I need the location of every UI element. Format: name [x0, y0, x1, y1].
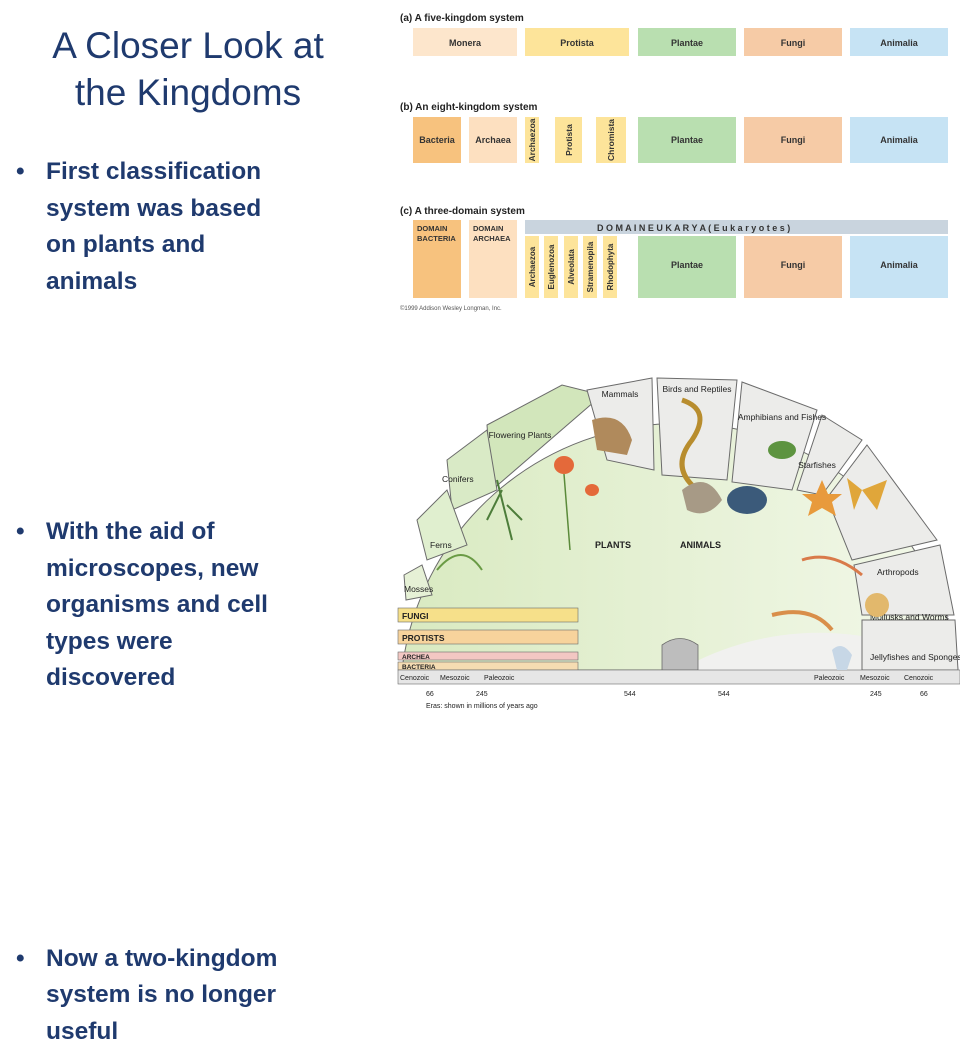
- tree-of-life-diagram: Flowering Plants Conifers Ferns Mosses F…: [392, 370, 960, 720]
- label-plantae-c: Plantae: [671, 260, 703, 270]
- label-euglenozoa: Euglenozoa: [547, 244, 556, 289]
- label-arthropods: Arthropods: [877, 567, 919, 577]
- label-mammals: Mammals: [602, 389, 639, 399]
- classification-figure: (a) A five-kingdom system Monera Protist…: [392, 0, 960, 320]
- copyright: ©1999 Addison Wesley Longman, Inc.: [400, 305, 502, 312]
- bullet-dot: •: [16, 154, 25, 191]
- bullet-line: discovered: [46, 660, 360, 697]
- figure-a-heading: (a) A five-kingdom system: [400, 13, 524, 24]
- label-amphibians-fishes: Amphibians and Fishes: [738, 412, 826, 422]
- figure-c-heading: (c) A three-domain system: [400, 206, 525, 217]
- tick-label: 245: [870, 691, 882, 698]
- label-stramenopila: Stramenopila: [586, 241, 595, 292]
- bullet-list: • First classification system was based …: [8, 0, 360, 438]
- label-animalia-c: Animalia: [880, 260, 919, 270]
- tick-label: 66: [426, 691, 434, 698]
- bullet-line: on plants and: [46, 227, 360, 264]
- label-archaezoa: Archaezoa: [527, 118, 537, 161]
- bullet-line: First classification: [46, 154, 360, 191]
- era-paleozoic-left: Paleozoic: [484, 675, 515, 682]
- bullet-line: animals: [46, 264, 360, 301]
- bullet-item: • With the aid of microscopes, new organ…: [8, 514, 360, 697]
- era-mesozoic-right: Mesozoic: [860, 675, 890, 682]
- bullet-item: • First classification system was based …: [8, 154, 360, 300]
- label-protista-b: Protista: [564, 124, 574, 156]
- tick-label: 544: [718, 691, 730, 698]
- bullet-line: system was based: [46, 191, 360, 228]
- era-cenozoic-right: Cenozoic: [904, 675, 934, 682]
- era-mesozoic-left: Mesozoic: [440, 675, 470, 682]
- figure-b-heading: (b) An eight-kingdom system: [400, 102, 538, 113]
- label-flowering-plants: Flowering Plants: [489, 430, 552, 440]
- flower-icon: [554, 456, 574, 474]
- label-jellyfishes-sponges: Jellyfishes and Sponges: [870, 652, 960, 662]
- label-plants: PLANTS: [595, 540, 631, 550]
- eras-caption: Eras: shown in millions of years ago: [426, 703, 538, 710]
- tick-label: 66: [920, 691, 928, 698]
- frog-icon: [768, 441, 796, 459]
- label-fungi-c: Fungi: [781, 260, 806, 270]
- label-domain-bacteria-2: BACTERIA: [417, 234, 456, 243]
- flower-icon: [585, 484, 599, 496]
- bullet-line: types were: [46, 624, 360, 661]
- label-fungi-b: Fungi: [781, 135, 806, 145]
- label-protists-band: PROTISTS: [402, 633, 445, 643]
- label-plantae-b: Plantae: [671, 135, 703, 145]
- bullet-line: useful: [46, 1014, 360, 1050]
- label-domain-bacteria-1: DOMAIN: [417, 224, 447, 233]
- label-protista: Protista: [560, 38, 595, 48]
- bullet-line: With the aid of: [46, 514, 360, 551]
- era-cenozoic-left: Cenozoic: [400, 675, 430, 682]
- label-fungi: Fungi: [781, 38, 806, 48]
- snail-icon: [865, 593, 889, 617]
- label-archaezoa-c: Archaezoa: [528, 246, 537, 287]
- bullet-line: microscopes, new: [46, 551, 360, 588]
- label-plantae: Plantae: [671, 38, 703, 48]
- tick-label: 544: [624, 691, 636, 698]
- label-mosses: Mosses: [404, 584, 433, 594]
- bullet-line: system is no longer: [46, 977, 360, 1014]
- wedge-jellyfishes-sponges: [862, 620, 958, 670]
- label-domain-archaea-1: DOMAIN: [473, 224, 503, 233]
- wedge-mosses: [404, 565, 432, 600]
- label-animalia: Animalia: [880, 38, 919, 48]
- label-rhodophyta: Rhodophyta: [606, 243, 615, 290]
- bullet-dot: •: [16, 514, 25, 551]
- trunk: [662, 639, 698, 671]
- label-birds-reptiles: Birds and Reptiles: [663, 384, 732, 394]
- label-conifers: Conifers: [442, 474, 474, 484]
- bullet-line: organisms and cell: [46, 587, 360, 624]
- label-bacteria: Bacteria: [419, 135, 456, 145]
- label-animalia-b: Animalia: [880, 135, 919, 145]
- label-monera: Monera: [449, 38, 482, 48]
- era-paleozoic-right: Paleozoic: [814, 675, 845, 682]
- label-domain-eukarya: D O M A I N E U K A R Y A ( E u k a r y …: [597, 223, 790, 233]
- label-ferns: Ferns: [430, 540, 452, 550]
- bullet-item: • Now a two-kingdom system is no longer …: [8, 941, 360, 1050]
- bullet-dot: •: [16, 941, 25, 978]
- fish-icon: [727, 486, 767, 514]
- label-fungi-band: FUNGI: [402, 611, 428, 621]
- label-bacteria-band: BACTERIA: [402, 664, 436, 671]
- label-domain-archaea-2: ARCHAEA: [473, 234, 511, 243]
- bullet-line: Now a two-kingdom: [46, 941, 360, 978]
- label-animals: ANIMALS: [680, 540, 721, 550]
- label-starfishes: Starfishes: [798, 460, 836, 470]
- label-archaea: Archaea: [475, 135, 512, 145]
- label-chromista: Chromista: [606, 119, 616, 161]
- label-alveolata: Alveolata: [567, 249, 576, 285]
- tick-label: 245: [476, 691, 488, 698]
- label-archea-band: ARCHEA: [402, 654, 430, 661]
